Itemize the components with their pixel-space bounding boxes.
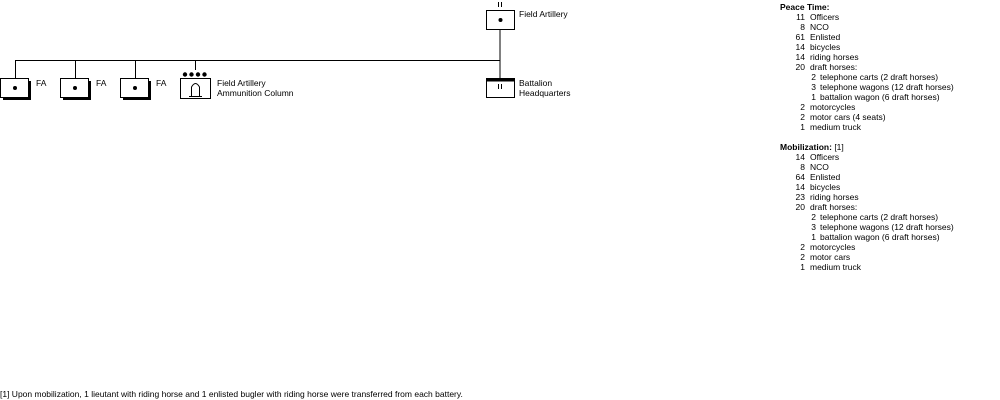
shell-icon: [191, 83, 200, 96]
row-count: 20: [795, 62, 805, 72]
mobilization-row: 8 NCO: [780, 162, 995, 172]
row-item: Officers: [810, 152, 840, 162]
regiment-label: Field Artillery: [519, 9, 568, 19]
row-item: NCO: [810, 22, 829, 32]
mobilization-row: 1 medium truck: [780, 262, 995, 272]
mobilization-row: 1 battalion wagon (6 draft horses): [780, 232, 995, 242]
mobilization-row: 20 draft horses:: [780, 202, 995, 212]
row-item: Officers: [810, 12, 840, 22]
peace-row: 1 battalion wagon (6 draft horses): [780, 92, 995, 102]
peace-row: 20 draft horses:: [780, 62, 995, 72]
row-item: riding horses: [810, 52, 859, 62]
row-count: 2: [800, 112, 805, 122]
peace-row: 2 telephone carts (2 draft horses): [780, 72, 995, 82]
ammo-column-symbol: [180, 72, 211, 99]
row-item: draft horses:: [810, 62, 858, 72]
peace-row: 3 telephone wagons (12 draft horses): [780, 82, 995, 92]
row-count: 2: [800, 252, 805, 262]
row-item: riding horses: [810, 192, 859, 202]
row-count: 1: [811, 92, 816, 102]
row-count: 1: [800, 262, 805, 272]
row-count: 61: [795, 32, 805, 42]
row-count: 8: [800, 22, 805, 32]
mobilization-row: 2 motorcycles: [780, 242, 995, 252]
row-count: 14: [795, 182, 805, 192]
row-item: Enlisted: [810, 172, 841, 182]
peace-row: 2 motorcycles: [780, 102, 995, 112]
row-count: 14: [795, 42, 805, 52]
row-item: bicycles: [810, 182, 841, 192]
row-count: 64: [795, 172, 805, 182]
battery-label-3: FA: [156, 78, 167, 88]
row-item: telephone wagons (12 draft horses): [820, 222, 954, 232]
row-count: 20: [795, 202, 805, 212]
row-count: 11: [796, 12, 805, 22]
row-count: 2: [811, 212, 816, 222]
ammo-label-line2: Ammunition Column: [217, 88, 294, 98]
row-count: 2: [800, 242, 805, 252]
row-item: battalion wagon (6 draft horses): [820, 92, 940, 102]
mobilization-title: Mobilization: [1]: [780, 142, 995, 152]
mobilization-row: 23 riding horses: [780, 192, 995, 202]
footnote: [1] Upon mobilization, 1 lieutant with r…: [0, 389, 463, 399]
mobilization-row: 2 telephone carts (2 draft horses): [780, 212, 995, 222]
ammo-column-label: Field Artillery Ammunition Column: [217, 78, 294, 98]
row-item: motor cars (4 seats): [810, 112, 886, 122]
battery-label-1: FA: [36, 78, 47, 88]
row-item: telephone wagons (12 draft horses): [820, 82, 954, 92]
mobilization-row: 14 bicycles: [780, 182, 995, 192]
row-count: 2: [811, 72, 816, 82]
mobilization-row: 2 motor cars: [780, 252, 995, 262]
hq-label: Battalion Headquarters: [519, 78, 571, 98]
row-item: telephone carts (2 draft horses): [820, 72, 939, 82]
row-item: draft horses:: [810, 202, 858, 212]
peace-row: 11 Officers: [780, 12, 995, 22]
row-count: 14: [795, 52, 805, 62]
row-item: motor cars: [810, 252, 851, 262]
peace-row: 14 riding horses: [780, 52, 995, 62]
row-count: 14: [795, 152, 805, 162]
row-item: medium truck: [810, 122, 862, 132]
row-item: motorcycles: [810, 242, 856, 252]
hq-label-line1: Battalion: [519, 78, 553, 88]
row-item: battalion wagon (6 draft horses): [820, 232, 940, 242]
row-count: 3: [811, 222, 816, 232]
peace-time-title: Peace Time:: [780, 2, 830, 12]
hq-symbol: [486, 78, 515, 98]
battery-symbol-3: [120, 78, 151, 100]
row-count: 1: [811, 232, 816, 242]
mobilization-footnote-ref: [1]: [834, 142, 844, 152]
row-count: 2: [800, 102, 805, 112]
battery-symbol-1: [0, 78, 31, 100]
mobilization-row: 64 Enlisted: [780, 172, 995, 182]
peace-row: 2 motor cars (4 seats): [780, 112, 995, 122]
mobilization-row: 3 telephone wagons (12 draft horses): [780, 222, 995, 232]
row-item: bicycles: [810, 42, 841, 52]
hq-label-line2: Headquarters: [519, 88, 571, 98]
row-item: telephone carts (2 draft horses): [820, 212, 939, 222]
peace-row: 1 medium truck: [780, 122, 995, 132]
row-count: 8: [800, 162, 805, 172]
row-count: 3: [811, 82, 816, 92]
row-item: medium truck: [810, 262, 862, 272]
peace-row: 61 Enlisted: [780, 32, 995, 42]
battery-symbol-2: [60, 78, 91, 100]
row-item: motorcycles: [810, 102, 856, 112]
ammo-label-line1: Field Artillery: [217, 78, 266, 88]
row-count: 1: [800, 122, 805, 132]
peace-row: 14 bicycles: [780, 42, 995, 52]
regiment-symbol: [486, 2, 515, 30]
battery-label-2: FA: [96, 78, 107, 88]
mobilization-title-text: Mobilization:: [780, 142, 832, 152]
peace-row: 8 NCO: [780, 22, 995, 32]
row-count: 23: [795, 192, 805, 202]
mobilization-row: 14 Officers: [780, 152, 995, 162]
row-item: Enlisted: [810, 32, 841, 42]
row-item: NCO: [810, 162, 829, 172]
